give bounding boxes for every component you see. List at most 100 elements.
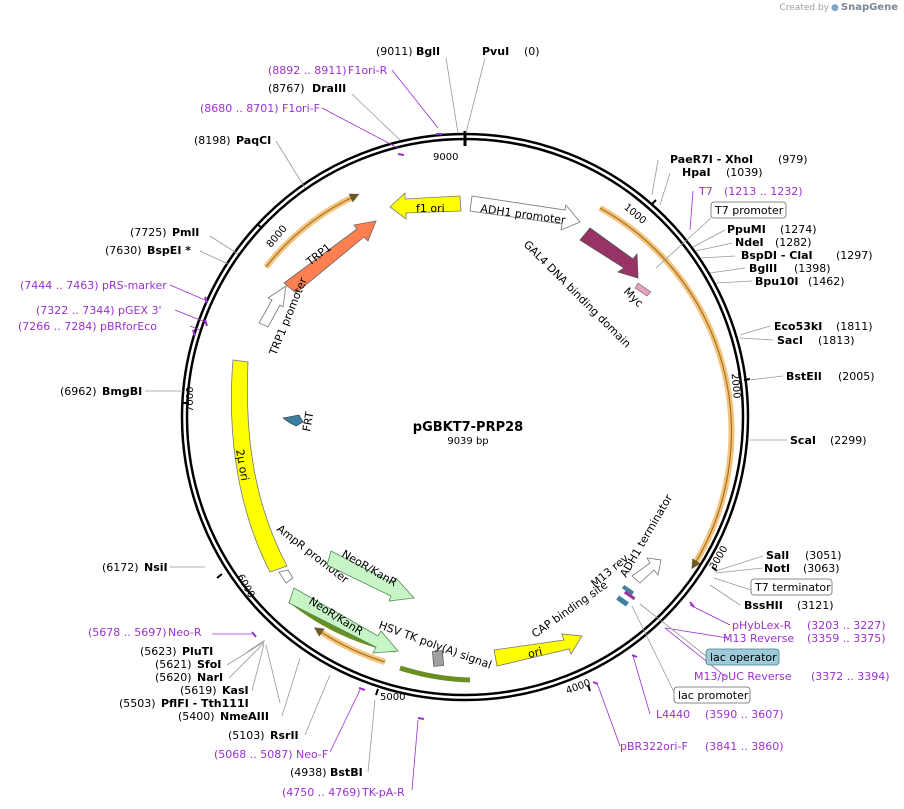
primer-pbrforeco-range: (7266 .. 7284) xyxy=(18,320,97,333)
feature-neor-kanr-a[interactable] xyxy=(326,550,415,602)
primer-labels: (8892 .. 8911) F1ori-R (8680 .. 8701) F1… xyxy=(18,64,890,799)
primer-l4440-range: (3590 .. 3607) xyxy=(705,708,784,721)
enzyme-bmgbi[interactable]: BmgBI xyxy=(102,385,142,398)
enzyme-bsteii-pos: (2005) xyxy=(838,370,875,383)
enzyme-kasi[interactable]: KasI xyxy=(222,684,249,697)
primer-pbr322ori-f-range: (3841 .. 3860) xyxy=(705,740,784,753)
enzyme-eco53ki-pos: (1811) xyxy=(836,320,873,333)
enzyme-bglii[interactable]: BglII xyxy=(749,262,777,275)
enzyme-draiii[interactable]: DraIII xyxy=(312,82,346,95)
enzyme-sali[interactable]: SalI xyxy=(766,549,789,562)
enzyme-nari-pos: (5620) xyxy=(155,671,192,684)
primer-prs-marker-range: (7444 .. 7463) xyxy=(20,279,99,292)
enzyme-pflfi-tth111i[interactable]: PflFI - Tth111I xyxy=(161,697,249,710)
primer-pgex3[interactable]: pGEX 3' xyxy=(118,304,162,317)
enzyme-bspdi-clai[interactable]: BspDI - ClaI xyxy=(741,249,813,262)
enzyme-rsrii[interactable]: RsrII xyxy=(270,729,299,742)
t7-promoter-box xyxy=(710,201,787,219)
t7-terminator-label[interactable]: T7 terminator xyxy=(754,581,831,594)
primer-prs-marker[interactable]: pRS-marker xyxy=(102,279,167,292)
enzyme-ppumi[interactable]: PpuMI xyxy=(727,223,766,236)
primer-pgex3-range: (7322 .. 7344) xyxy=(36,304,115,317)
enzyme-bsteii[interactable]: BstEII xyxy=(786,370,822,383)
enzyme-saci[interactable]: SacI xyxy=(777,334,803,347)
primer-m13puc-reverse[interactable]: M13/pUC Reverse xyxy=(694,670,792,683)
enzyme-sfoi-pos: (5621) xyxy=(155,658,192,671)
enzyme-paqci[interactable]: PaqCI xyxy=(236,134,271,147)
enzyme-noti[interactable]: NotI xyxy=(764,562,790,575)
enzyme-scai[interactable]: ScaI xyxy=(790,434,816,447)
feature-label-2mu-ori: 2μ ori xyxy=(233,448,251,482)
enzyme-eco53ki[interactable]: Eco53kI xyxy=(774,320,822,333)
primer-tk-pa-r[interactable]: TK-pA-R xyxy=(361,786,405,799)
enzyme-pmli[interactable]: PmlI xyxy=(172,226,199,239)
lac-operator-box xyxy=(705,648,780,666)
enzyme-hpai[interactable]: HpaI xyxy=(682,166,711,179)
primer-f1ori-f-range: (8680 .. 8701) xyxy=(200,102,279,115)
primer-phyblex-r-range: (3203 .. 3227) xyxy=(807,619,886,632)
primer-neo-r[interactable]: Neo-R xyxy=(168,626,202,639)
feature-neor-kanr-b[interactable] xyxy=(288,587,399,654)
feature-adh1-terminator[interactable] xyxy=(631,557,662,584)
feature-label-frt: FRT xyxy=(300,410,316,432)
primer-neo-f[interactable]: Neo-F xyxy=(296,748,328,761)
primer-t7[interactable]: T7 xyxy=(698,185,713,198)
enzyme-nari[interactable]: NarI xyxy=(197,671,223,684)
primer-pbr322ori-f[interactable]: pBR322ori-F xyxy=(620,740,688,753)
boxed-labels: T7 promoter T7 terminator lac operator l… xyxy=(631,201,833,704)
primer-neo-f-range: (5068 .. 5087) xyxy=(214,748,293,761)
enzyme-bsshii-pos: (3121) xyxy=(797,599,834,612)
enzyme-nmeaiii[interactable]: NmeAIII xyxy=(220,710,269,723)
primer-f1ori-f[interactable]: F1ori-F xyxy=(282,102,320,115)
enzyme-sali-pos: (3051) xyxy=(805,549,842,562)
primer-phyblex-r[interactable]: pHybLex-R xyxy=(732,619,792,632)
feature-trp1-promoter[interactable] xyxy=(258,285,287,328)
feature-myc[interactable] xyxy=(634,282,652,297)
feature-2mu-ori[interactable] xyxy=(230,359,288,573)
feature-ampr-promoter[interactable] xyxy=(278,569,294,584)
feature-frt[interactable] xyxy=(282,414,304,427)
feature-cap-binding-site[interactable] xyxy=(616,595,629,607)
enzyme-bsshii[interactable]: BssHII xyxy=(744,599,783,612)
snapgene-logo-icon: ● xyxy=(831,2,839,13)
feature-trp1[interactable] xyxy=(283,220,377,294)
enzyme-nsii[interactable]: NsiI xyxy=(144,561,168,574)
feature-adh1-promoter[interactable] xyxy=(469,195,581,231)
lac-promoter-label[interactable]: lac promoter xyxy=(678,689,749,702)
enzyme-bspdi-pos: (1297) xyxy=(836,249,873,262)
enzyme-pvui[interactable]: PvuI xyxy=(482,45,509,58)
enzyme-paer7i-xhoi[interactable]: PaeR7I - XhoI xyxy=(670,153,753,166)
enzyme-sfoi[interactable]: SfoI xyxy=(197,658,221,671)
primer-l4440[interactable]: L4440 xyxy=(656,708,690,721)
t7-terminator-leader xyxy=(713,577,752,591)
primer-m13-reverse[interactable]: M13 Reverse xyxy=(723,632,794,645)
primer-neo-r-range: (5678 .. 5697) xyxy=(88,626,167,639)
plasmid-name: pGBKT7-PRP28 xyxy=(413,420,523,435)
enzyme-pluti[interactable]: PluTI xyxy=(182,645,213,658)
feature-m13-rev[interactable] xyxy=(621,584,635,596)
enzyme-bmgbi-pos: (6962) xyxy=(60,385,97,398)
primer-tk-pa-r-range: (4750 .. 4769) xyxy=(282,786,361,799)
enzyme-ndei-pos: (1282) xyxy=(775,236,812,249)
primer-pbrforeco[interactable]: pBRforEco xyxy=(100,320,157,333)
enzyme-saci-pos: (1813) xyxy=(818,334,855,347)
feature-ori[interactable] xyxy=(493,633,583,667)
lac-operator-label[interactable]: lac operator xyxy=(710,651,777,664)
orf-arc-trp1-line xyxy=(265,193,360,268)
enzyme-nsii-pos: (6172) xyxy=(102,561,139,574)
feature-hsv-tk-polya[interactable] xyxy=(432,650,445,667)
feature-label-ori: ori xyxy=(527,645,544,661)
primer-f1ori-r-range: (8892 .. 8911) xyxy=(268,64,347,77)
enzyme-ndei[interactable]: NdeI xyxy=(735,236,764,249)
enzyme-bpu10i[interactable]: Bpu10I xyxy=(755,275,799,288)
orf-arc-gal4-line xyxy=(599,207,732,570)
primer-f1ori-r[interactable]: F1ori-R xyxy=(348,64,388,77)
tick-5000: 5000 xyxy=(380,692,405,703)
enzyme-bgli[interactable]: BglI xyxy=(416,45,440,58)
enzyme-bspei[interactable]: BspEI * xyxy=(147,244,191,257)
enzyme-bstbi[interactable]: BstBI xyxy=(330,766,363,779)
feature-f1-ori[interactable] xyxy=(389,192,462,220)
t7-promoter-label[interactable]: T7 promoter xyxy=(714,204,784,217)
feature-gal4-dbd[interactable] xyxy=(579,227,639,279)
primer-leaders xyxy=(169,69,731,791)
